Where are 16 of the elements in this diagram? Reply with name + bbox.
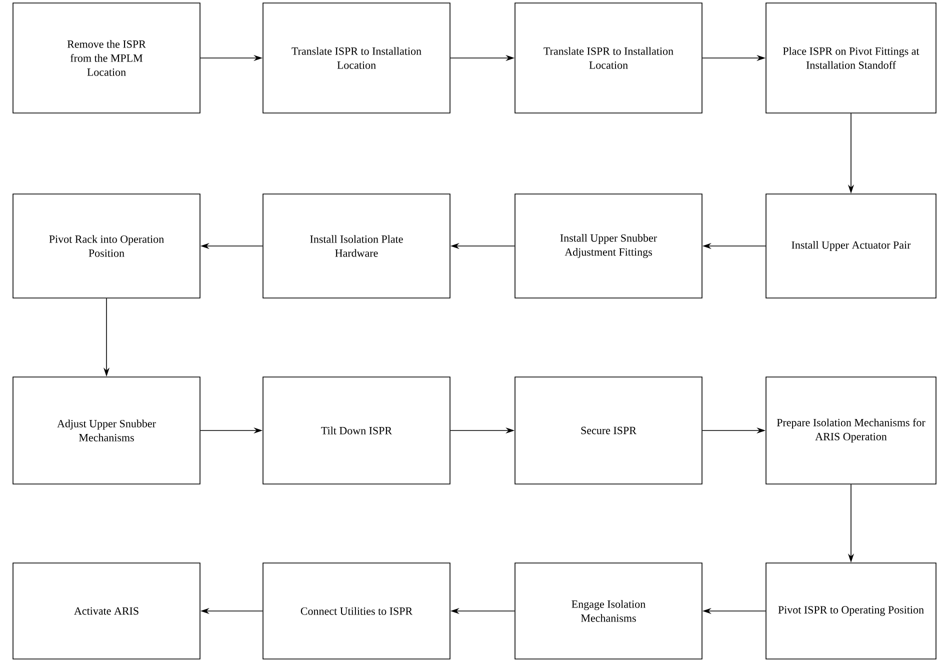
process-box: Engage Isolation Mechanisms [514, 562, 702, 660]
process-box: Connect Utilities to ISPR [262, 562, 450, 660]
process-box: Install Upper Snubber Adjustment Fittings [514, 194, 702, 298]
process-box: Translate ISPR to Installation Location [262, 2, 450, 114]
process-box: Translate ISPR to Installation Location [514, 2, 702, 114]
process-box: Secure ISPR [514, 376, 702, 484]
process-box: Activate ARIS [12, 562, 200, 660]
process-box: Pivot Rack into Operation Position [12, 194, 200, 298]
process-box: Install Upper Actuator Pair [766, 194, 936, 298]
process-box: Pivot ISPR to Operating Position [766, 562, 936, 660]
process-box: Install Isolation Plate Hardware [262, 194, 450, 298]
process-box: Adjust Upper Snubber Mechanisms [12, 376, 200, 484]
process-box: Prepare Isolation Mechanisms for ARIS Operation [766, 376, 936, 484]
process-box: Remove the ISPR from the MPLM Location [12, 2, 200, 114]
process-box: Place ISPR on Pivot Fittings at Installation Standoff [766, 2, 936, 114]
process-box: Tilt Down ISPR [262, 376, 450, 484]
